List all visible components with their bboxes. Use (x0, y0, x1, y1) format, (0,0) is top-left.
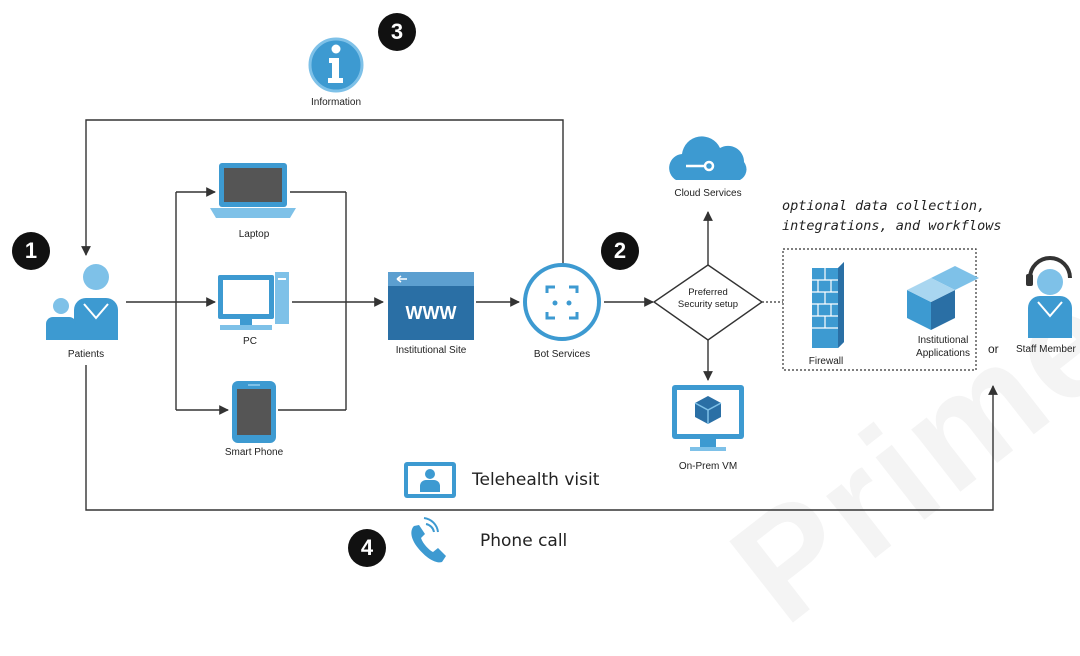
patients-icon (46, 264, 118, 340)
security-line1-label: Preferred (688, 287, 728, 298)
step-badge-1: 1 (12, 232, 50, 270)
firewall-icon (812, 262, 844, 348)
institutional-site-label: Institutional Site (395, 345, 467, 356)
pc-icon (218, 272, 289, 330)
cube-icon (907, 266, 979, 330)
staff-icon (1026, 256, 1072, 338)
telehealth-visit-label: Telehealth visit (472, 470, 600, 490)
phone-call-label: Phone call (480, 531, 568, 551)
step-badge-3: 3 (378, 13, 416, 51)
smart-phone-label: Smart Phone (224, 447, 284, 458)
optional-integrations-box (782, 248, 977, 371)
optional-note: optional data collection, integrations, … (782, 196, 1001, 236)
cloud-services-label: Cloud Services (674, 188, 742, 199)
patients-label: Patients (67, 349, 105, 360)
information-label: Information (310, 97, 362, 108)
vm-icon (672, 385, 744, 451)
optional-note-line2: integrations, and workflows (782, 218, 1002, 234)
inst-apps-line1-label: Institutional (917, 335, 969, 346)
staff-member-label: Staff Member (1016, 344, 1076, 355)
website-icon: WWW (388, 272, 474, 340)
info-return-line (81, 119, 564, 272)
laptop-label: Laptop (238, 229, 270, 240)
security-decision-diamond (652, 264, 764, 341)
pc-label: PC (243, 336, 257, 347)
step-badge-2: 2 (601, 232, 639, 270)
on-prem-vm-label: On-Prem VM (678, 461, 738, 472)
www-text: WWW (406, 303, 457, 323)
smartphone-icon (232, 381, 276, 443)
bot-icon (523, 263, 601, 341)
connectors (81, 119, 998, 511)
information-icon (308, 37, 364, 93)
architecture-diagram: WWW (46, 37, 1072, 563)
telehealth-icon (404, 462, 456, 498)
step-badge-4: 4 (348, 529, 386, 567)
phone-icon (411, 517, 446, 563)
optional-note-line1: optional data collection, (782, 198, 986, 214)
telehealth-line (85, 365, 998, 511)
or-label: or (988, 342, 999, 356)
cloud-icon (669, 136, 747, 180)
bot-services-label: Bot Services (533, 349, 591, 360)
security-line2-label: Security setup (677, 299, 739, 310)
inst-apps-line2-label: Applications (916, 348, 970, 359)
firewall-label: Firewall (808, 356, 844, 367)
laptop-icon (210, 163, 296, 218)
